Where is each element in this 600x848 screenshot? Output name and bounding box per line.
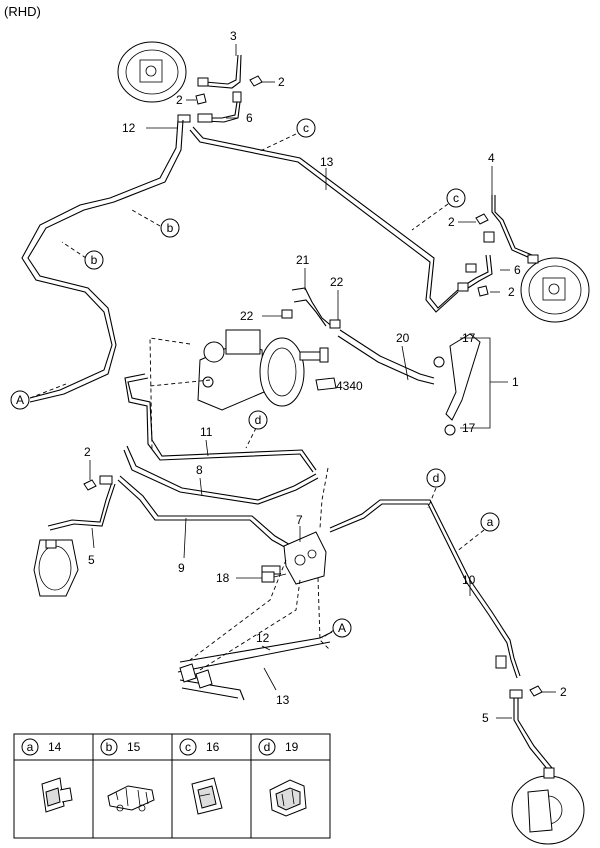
leader-lines [149, 337, 331, 671]
callout-2: 2 [560, 685, 567, 699]
legend-part: 16 [206, 740, 220, 754]
callout-2: 2 [278, 75, 285, 89]
callout-3: 3 [230, 29, 237, 43]
ref-letters: c c b b A d d a A [10, 118, 500, 638]
clip-14-drawing [41, 777, 73, 813]
callout-17: 17 [462, 331, 476, 345]
callout-21: 21 [296, 253, 310, 267]
clip [477, 285, 489, 297]
callout-6: 6 [246, 111, 253, 125]
ref-a: a [487, 515, 494, 529]
callout-8: 8 [196, 463, 203, 477]
callout-11: 11 [200, 425, 213, 439]
ref-arrows [29, 133, 485, 639]
main-brake-lines [21, 119, 461, 403]
callout-22: 22 [330, 275, 344, 289]
bolt [261, 571, 287, 583]
callout-numbers: 3 2 2 12 6 13 4 2 6 2 21 22 22 20 17 1 1… [84, 29, 567, 725]
ref-A: A [338, 621, 346, 635]
rear-right-drum [520, 257, 590, 323]
callout-20: 20 [396, 331, 410, 345]
rear-left-drum [117, 41, 187, 103]
callout-6: 6 [514, 263, 521, 277]
callout-10: 10 [462, 573, 476, 587]
master-cylinder-booster [197, 329, 329, 411]
clip [83, 479, 97, 491]
callout-17: 17 [462, 421, 476, 435]
callout-5: 5 [88, 553, 95, 567]
callout-5: 5 [482, 711, 489, 725]
front-lines [117, 373, 319, 551]
rear-right-hose [457, 195, 539, 292]
callout-12: 12 [122, 121, 136, 135]
legend-part: 14 [48, 740, 62, 754]
rear-left-hose [177, 54, 242, 123]
clip [529, 685, 543, 697]
legend-letter: d [264, 740, 271, 754]
callout-22: 22 [240, 309, 254, 323]
callout-12: 12 [256, 631, 270, 645]
clip [475, 213, 489, 225]
clip-15-drawing [107, 785, 155, 812]
callout-2: 2 [176, 93, 183, 107]
front-left-brake [33, 475, 116, 597]
callout-13: 13 [320, 155, 334, 169]
callout-13: 13 [276, 693, 290, 707]
clip [249, 75, 263, 87]
legend-letter: b [106, 740, 113, 754]
ref-A: A [16, 393, 24, 407]
ref-c: c [303, 121, 309, 135]
callout-4: 4 [488, 151, 495, 165]
callout-18: 18 [216, 571, 230, 585]
legend-letter: a [27, 740, 34, 754]
front-right-brake [495, 655, 585, 845]
callout-2: 2 [448, 215, 455, 229]
ref-d: d [433, 471, 440, 485]
callout-4340: 4340 [336, 379, 363, 393]
clip-16-drawing [191, 777, 223, 815]
callout-7: 7 [296, 513, 303, 527]
clip [195, 93, 207, 105]
lower-lines [177, 631, 333, 701]
callout-2: 2 [84, 445, 91, 459]
legend-part: 19 [285, 740, 299, 754]
ref-b: b [167, 221, 174, 235]
line-10 [329, 503, 518, 679]
legend-letter: c [185, 740, 191, 754]
ref-b: b [91, 253, 98, 267]
pedal-bracket [315, 377, 337, 391]
clip-legend-table: a 14 b 15 c 16 d 19 [13, 733, 331, 839]
vacuum-hoses [281, 287, 481, 436]
callout-leaders [89, 44, 556, 719]
clip-19-drawing [269, 779, 307, 817]
callout-2: 2 [508, 285, 515, 299]
callout-9: 9 [178, 561, 185, 575]
legend-part: 15 [127, 740, 141, 754]
variant-label: (RHD) [4, 4, 41, 19]
ref-d: d [255, 413, 262, 427]
ref-c: c [453, 191, 459, 205]
callout-1: 1 [512, 375, 519, 389]
